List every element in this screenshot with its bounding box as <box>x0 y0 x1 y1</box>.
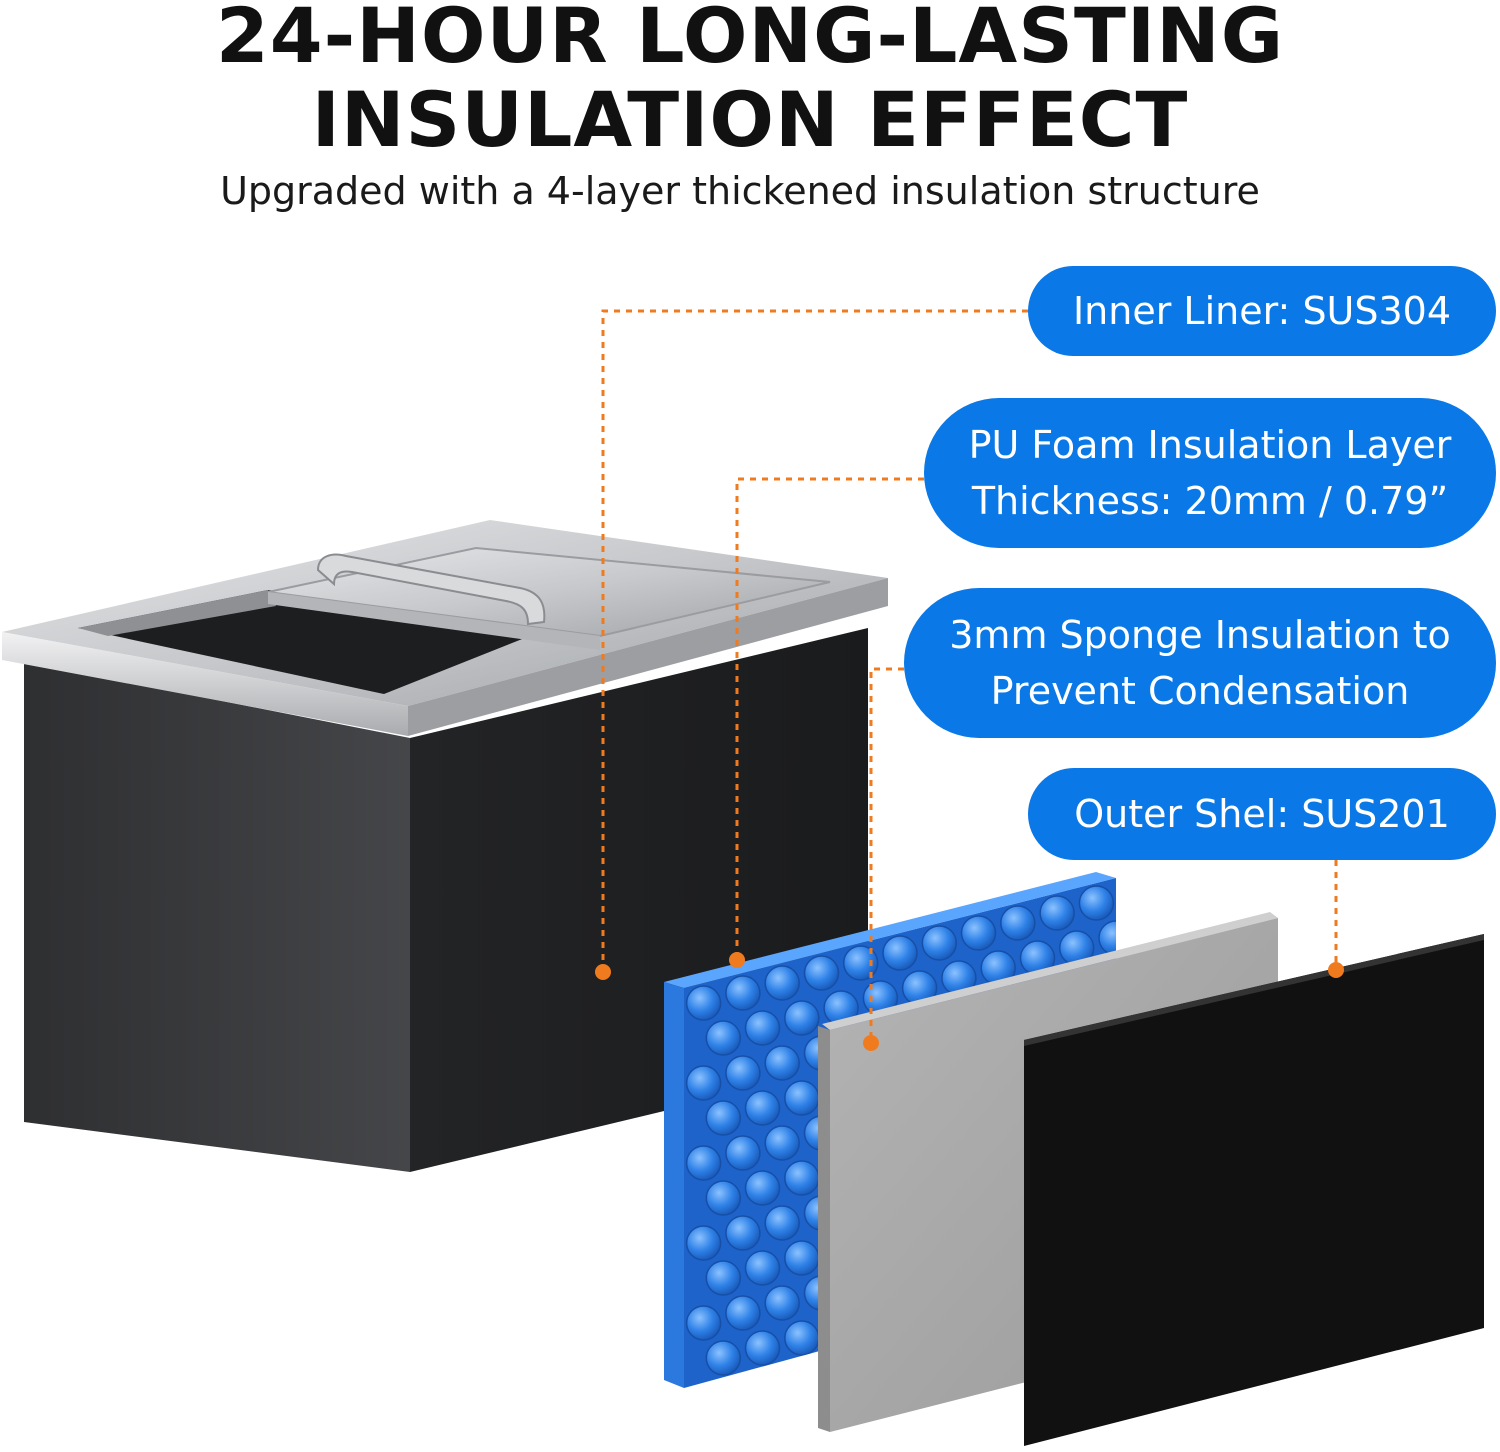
foam-bubble <box>705 1260 742 1296</box>
callout-outer-shell-text: Outer Shel: SUS201 <box>1074 792 1450 836</box>
foam-bubble <box>764 1045 800 1081</box>
callout-sponge-line-2: Prevent Condensation <box>990 669 1410 713</box>
foam-bubble <box>882 935 918 971</box>
foam-bubble <box>921 925 958 961</box>
foam-bubble <box>764 1285 800 1321</box>
foam-bubble <box>705 1340 742 1376</box>
callout-sponge-line-1: 3mm Sponge Insulation to <box>949 613 1451 657</box>
foam-bubble <box>842 945 879 981</box>
black-layer <box>1024 934 1484 1446</box>
foam-bubble <box>725 1215 761 1251</box>
foam-bubble <box>784 1240 820 1276</box>
foam-bubble <box>764 1125 800 1161</box>
foam-bubble <box>685 985 722 1021</box>
callout-outer-shell: Outer Shel: SUS201 <box>1028 768 1496 860</box>
foam-bubble <box>784 1080 820 1116</box>
foam-bubble <box>764 965 800 1001</box>
dot-inner-liner <box>595 964 611 980</box>
bin-rim-front-edge <box>2 632 408 736</box>
foam-bubble <box>725 975 761 1011</box>
foam-bubble <box>685 1305 722 1341</box>
foam-bubble <box>960 915 997 951</box>
callout-sponge: 3mm Sponge Insulation to Prevent Condens… <box>904 588 1496 738</box>
foam-bubble <box>705 1020 742 1056</box>
foam-bubble <box>685 1225 722 1261</box>
dot-outer-shell <box>1328 962 1344 978</box>
foam-bubble <box>1078 885 1115 921</box>
bin-lid-handle <box>316 553 546 626</box>
foam-bubble <box>744 1330 781 1366</box>
leader-pu-foam <box>735 477 924 958</box>
foam-bubble <box>784 1160 820 1196</box>
leader-inner-liner <box>601 309 1028 970</box>
callout-pu-foam-line-1: PU Foam Insulation Layer <box>968 423 1452 467</box>
foam-bubble <box>685 1145 722 1181</box>
foam-bubble <box>725 1135 761 1171</box>
leader-dots <box>595 952 1344 1051</box>
foam-bubble <box>744 1010 781 1046</box>
foam-bubble <box>685 1065 722 1101</box>
callout-pu-foam: PU Foam Insulation Layer Thickness: 20mm… <box>924 398 1496 548</box>
foam-bubble <box>784 1320 820 1356</box>
subtitle: Upgraded with a 4-layer thickened insula… <box>220 169 1260 213</box>
foam-bubble <box>705 1100 742 1136</box>
callout-pu-foam-line-2: Thickness: 20mm / 0.79” <box>971 479 1449 523</box>
bin-front-face <box>24 662 410 1172</box>
foam-bubble <box>784 1000 820 1036</box>
foam-bubble <box>1098 920 1116 956</box>
foam-bubble <box>705 1180 742 1216</box>
foam-bubble <box>725 1055 761 1091</box>
leader-sponge <box>869 667 904 1040</box>
foam-bubble <box>744 1170 781 1206</box>
callout-inner-liner: Inner Liner: SUS304 <box>1028 266 1496 356</box>
headline-line-2: INSULATION EFFECT <box>311 75 1189 164</box>
foam-bubble <box>803 955 840 991</box>
bin-rim-side-edge <box>408 578 888 736</box>
headline-line-1: 24-HOUR LONG-LASTING <box>215 0 1285 80</box>
foam-bubble <box>725 1295 761 1331</box>
dot-sponge <box>863 1035 879 1051</box>
foam-bubble <box>764 1205 800 1241</box>
foam-bubble <box>1039 895 1075 931</box>
foam-bubble <box>1000 905 1036 941</box>
callout-inner-liner-text: Inner Liner: SUS304 <box>1072 289 1452 333</box>
foam-bubble <box>744 1250 781 1286</box>
dot-pu-foam <box>729 952 745 968</box>
leader-lines <box>601 309 1338 1040</box>
foam-bubble <box>744 1090 781 1126</box>
